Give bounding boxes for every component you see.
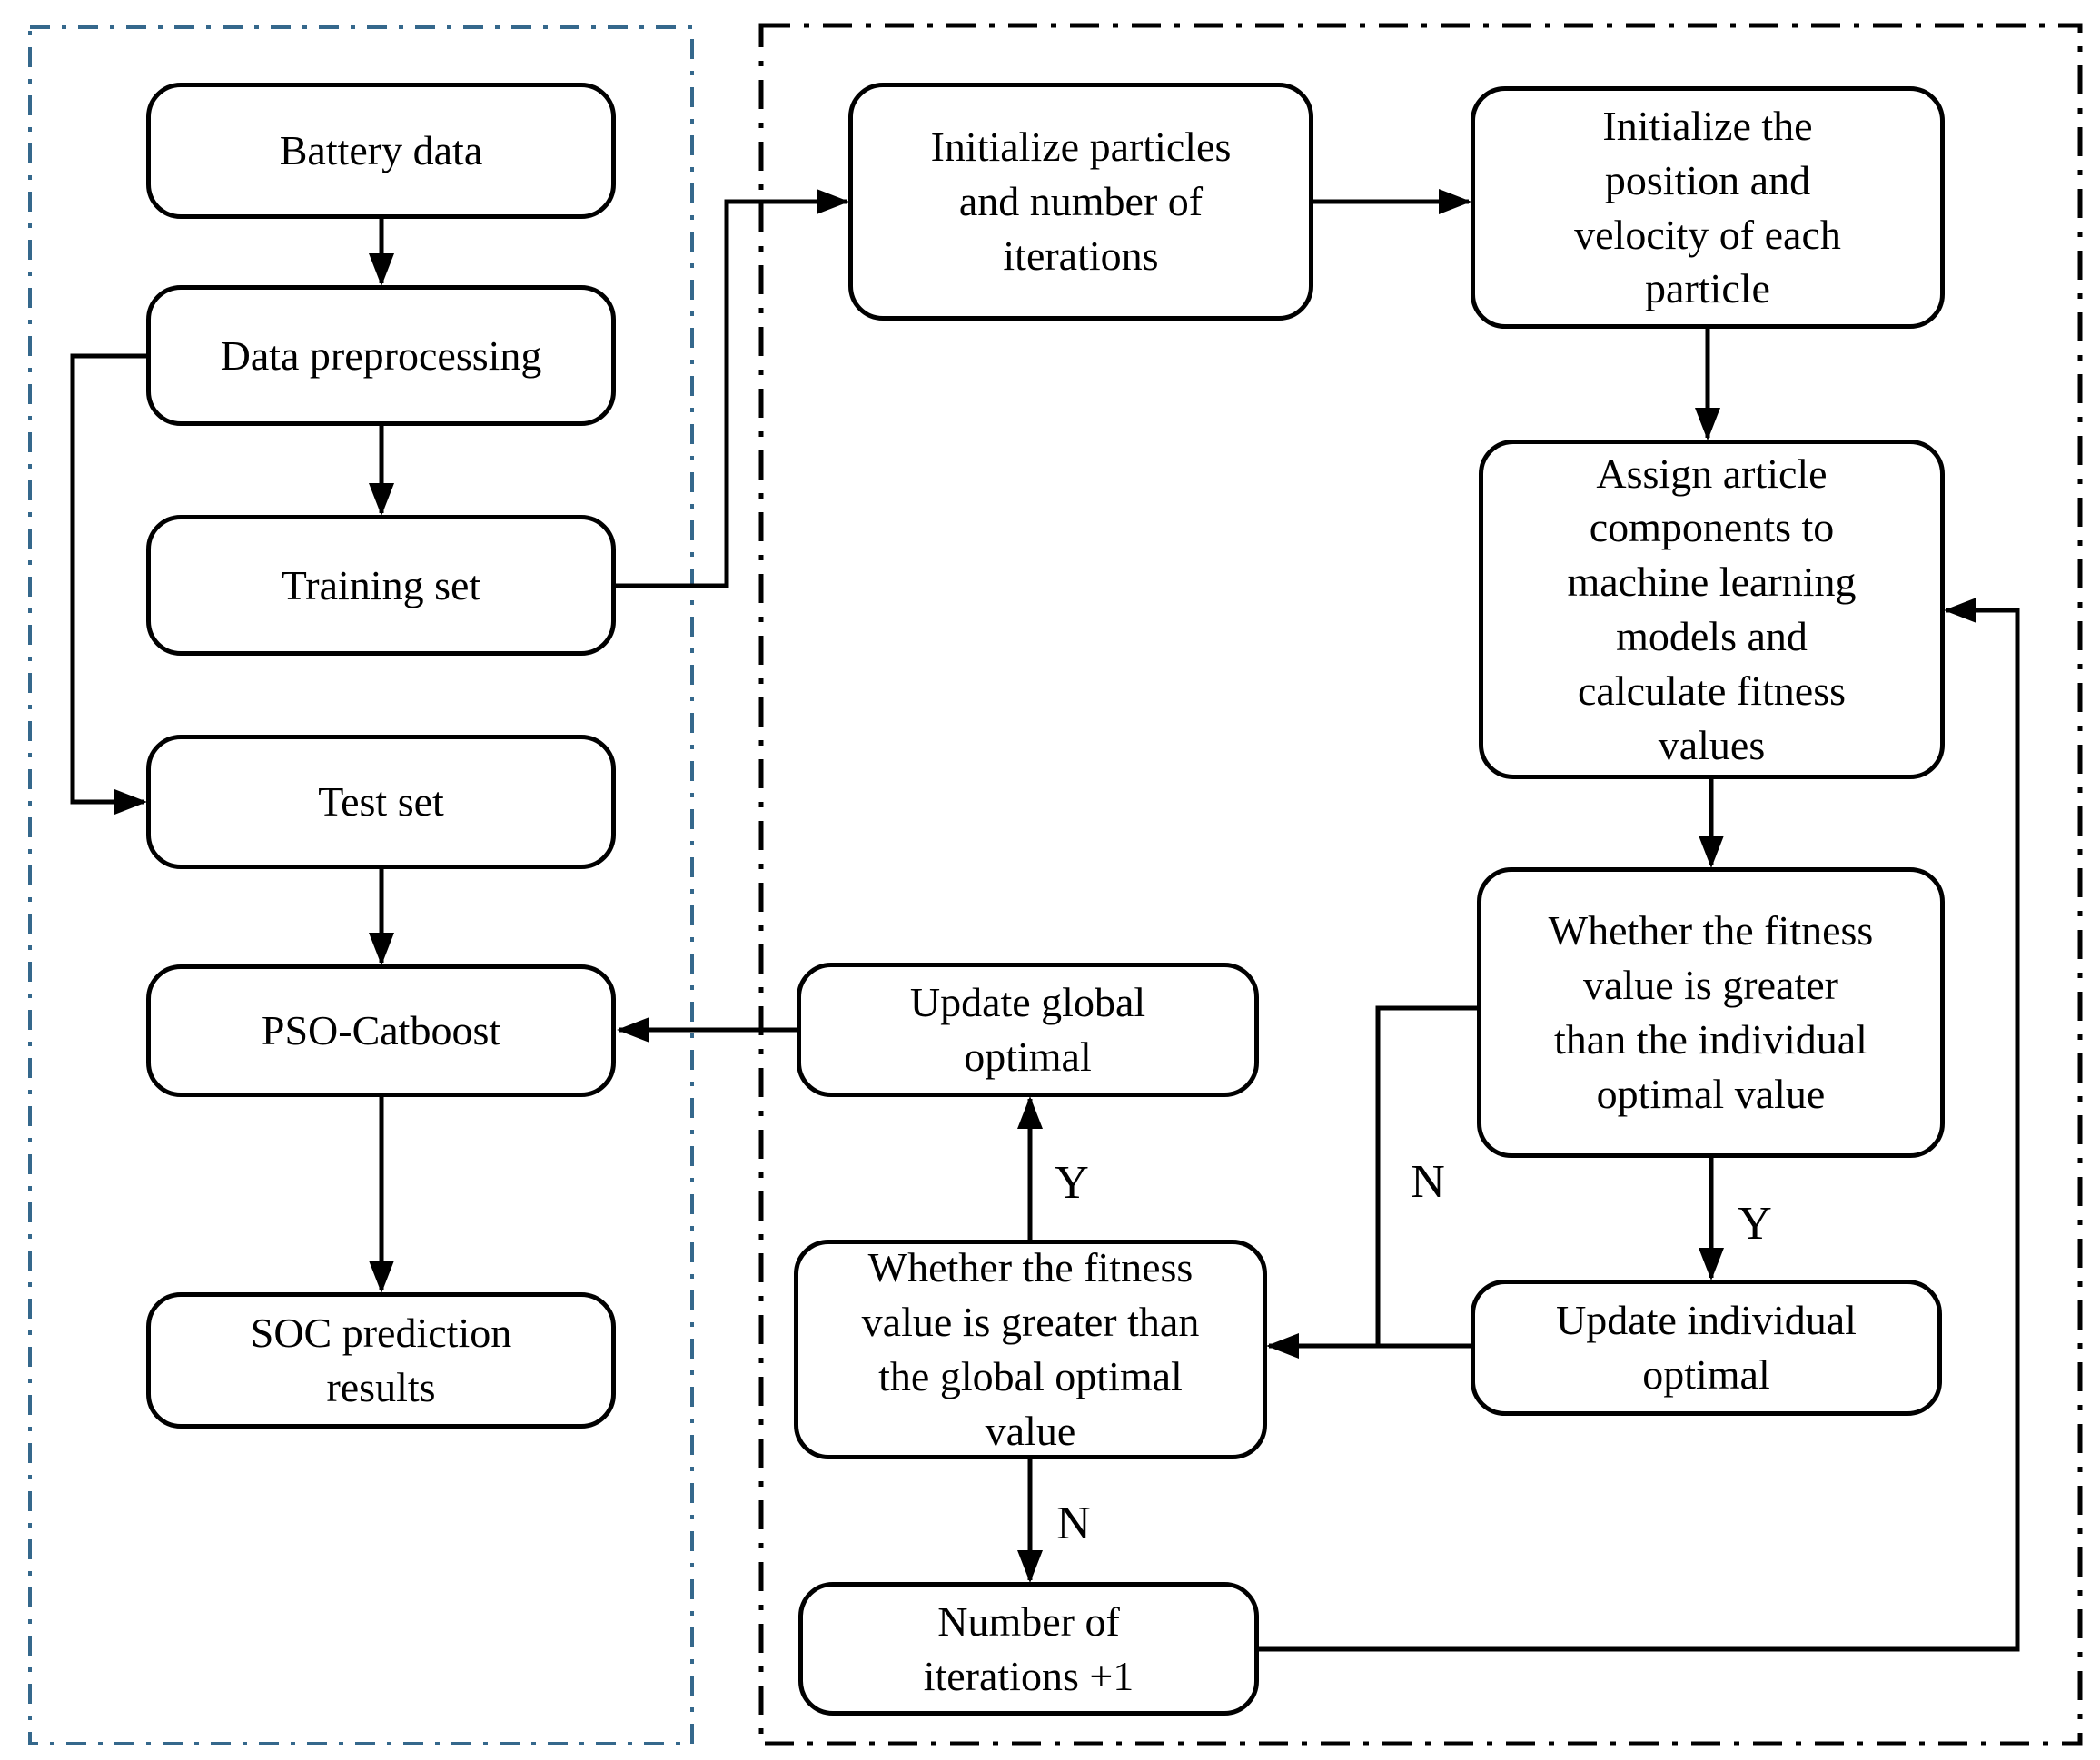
node-update-individual: Update individual optimal (1471, 1280, 1942, 1416)
node-dec-global: Whether the fitness value is greater tha… (794, 1240, 1267, 1459)
node-training: Training set (146, 515, 616, 656)
node-pso: PSO-Catboost (146, 964, 616, 1097)
branch-label-dec-global-to-iterations: N (1056, 1498, 1091, 1549)
branch-label-dec-individual-to-update-individual: Y (1738, 1198, 1772, 1250)
node-iterations: Number of iterations +1 (798, 1582, 1259, 1716)
edge-preprocessing-to-test (70, 353, 147, 815)
edge-training-to-init-particles (616, 189, 849, 588)
node-test: Test set (146, 735, 616, 869)
node-battery: Battery data (146, 83, 616, 219)
node-init-position: Initialize the position and velocity of … (1471, 86, 1945, 329)
node-preprocessing: Data preprocessing (146, 285, 616, 426)
edge-iterations-to-assign-feedback (1259, 598, 2020, 1652)
node-dec-individual: Whether the fitness value is greater tha… (1477, 867, 1945, 1158)
node-init-particles: Initialize particles and number of itera… (848, 83, 1313, 321)
node-assign-fitness: Assign article components to machine lea… (1479, 440, 1945, 779)
edge-dec-individual-n-branch (1375, 1005, 1477, 1346)
node-update-global: Update global optimal (797, 963, 1259, 1097)
data-pipeline-panel-border (28, 25, 694, 1745)
branch-label-dec-individual-n-branch: N (1411, 1156, 1445, 1208)
pso-loop-panel-border (758, 23, 2083, 1746)
branch-label-dec-global-to-update-global: Y (1055, 1157, 1089, 1209)
node-soc: SOC prediction results (146, 1292, 616, 1429)
